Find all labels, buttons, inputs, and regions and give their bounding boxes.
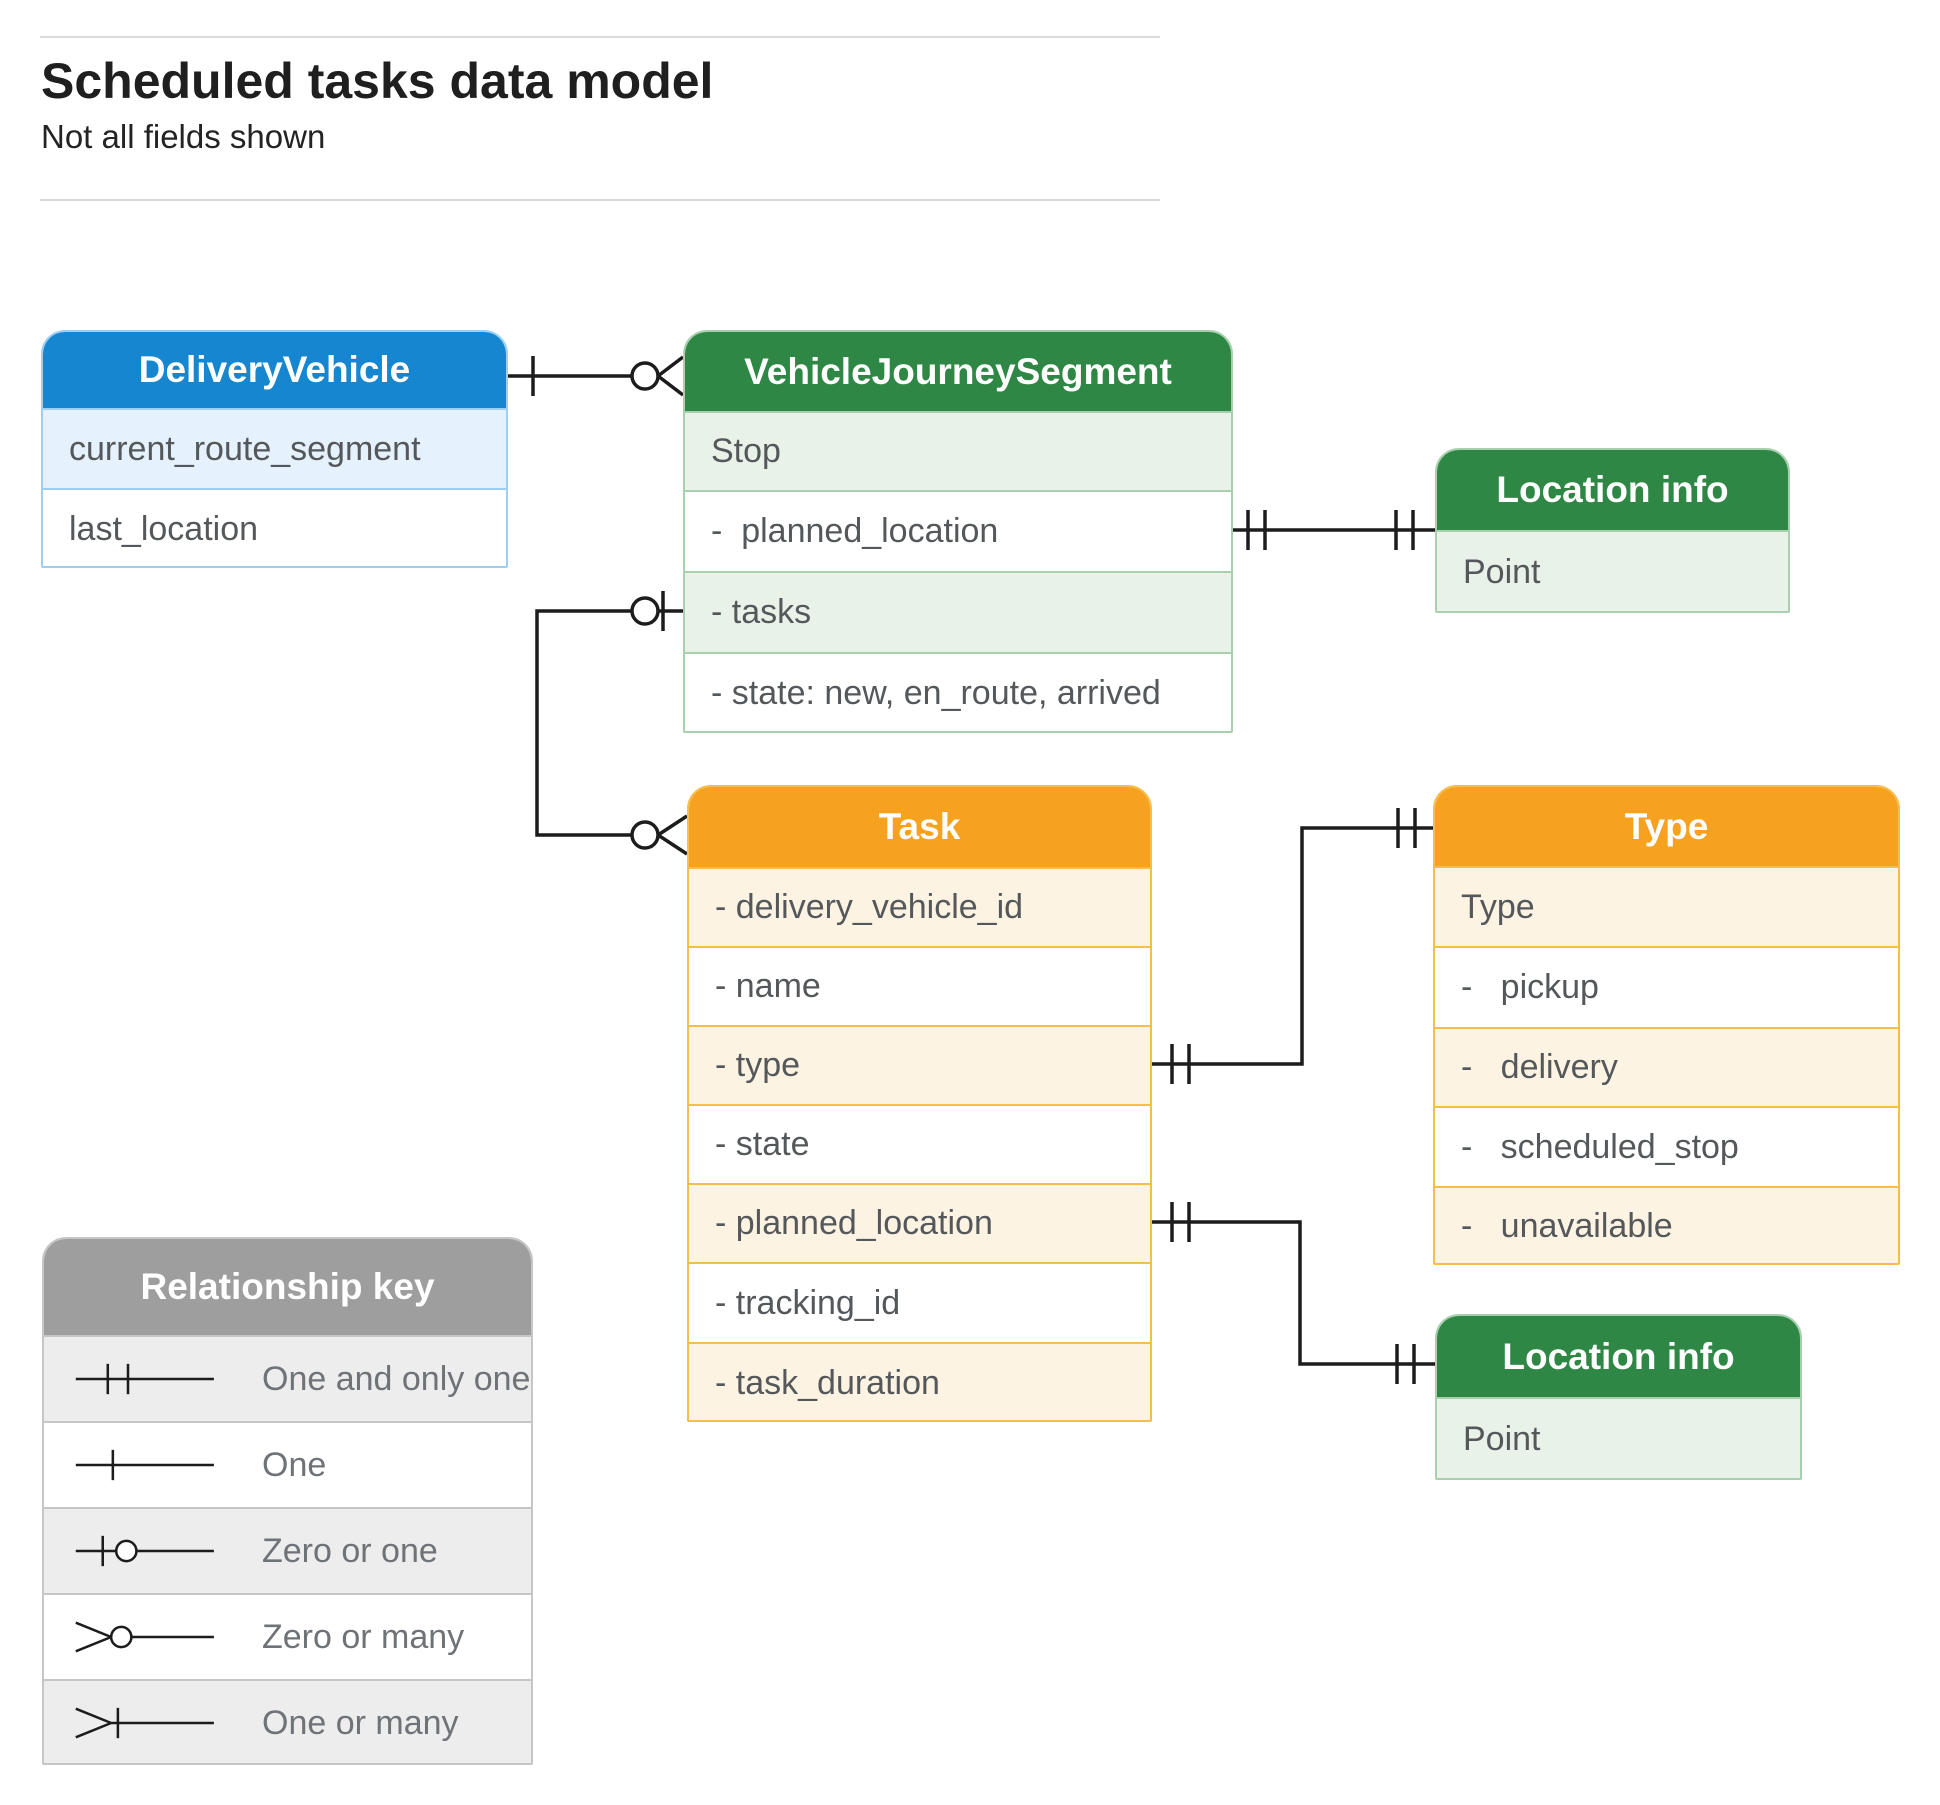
one-or-many-icon <box>75 1707 214 1739</box>
field-scheduled-stop: - scheduled_stop <box>1435 1106 1898 1186</box>
rel-deliveryvehicle-to-vehiclejourneysegment <box>508 355 685 397</box>
entity-location-info-bottom: Location info Point <box>1435 1314 1802 1480</box>
page-title: Scheduled tasks data model <box>41 53 714 109</box>
entity-type-title: Type <box>1435 787 1898 866</box>
field-type: - type <box>689 1025 1150 1104</box>
key-label: One or many <box>262 1703 459 1742</box>
top-divider <box>40 36 1160 38</box>
key-label: One <box>262 1445 327 1484</box>
key-label: Zero or many <box>262 1617 465 1656</box>
field-unavailable: - unavailable <box>1435 1186 1898 1263</box>
field-task-state: - state <box>689 1104 1150 1183</box>
key-label: Zero or one <box>262 1531 438 1570</box>
field-pickup: - pickup <box>1435 946 1898 1027</box>
entity-location-info-top-title: Location info <box>1437 450 1788 530</box>
relationship-key: Relationship key One and only one One Ze <box>42 1237 533 1765</box>
field-planned-location: - planned_location <box>685 490 1231 571</box>
page-subtitle: Not all fields shown <box>41 118 326 155</box>
entity-vehicle-journey-segment: VehicleJourneySegment Stop - planned_loc… <box>683 330 1233 733</box>
rel-task-plannedlocation-to-locationinfo <box>1152 1202 1435 1384</box>
title-divider <box>40 199 1160 201</box>
entity-task: Task - delivery_vehicle_id - name - type… <box>687 785 1152 1422</box>
entity-task-title: Task <box>689 787 1150 867</box>
field-last-location: last_location <box>43 488 506 566</box>
field-stop: Stop <box>685 411 1231 490</box>
rel-vjs-tasks-to-task <box>535 591 688 856</box>
one-and-only-one-icon <box>75 1363 214 1395</box>
field-point: Point <box>1437 530 1788 611</box>
field-state: - state: new, en_route, arrived <box>685 652 1231 731</box>
field-delivery-vehicle-id: - delivery_vehicle_id <box>689 867 1150 946</box>
entity-vehicle-journey-segment-title: VehicleJourneySegment <box>685 332 1231 411</box>
field-name: - name <box>689 946 1150 1025</box>
key-row-one-and-only-one: One and only one <box>44 1335 531 1421</box>
zero-or-many-icon <box>75 1621 214 1653</box>
entity-delivery-vehicle-title: DeliveryVehicle <box>43 332 506 408</box>
field-point-bottom: Point <box>1437 1397 1800 1478</box>
relationship-key-title: Relationship key <box>44 1239 531 1335</box>
key-row-one-or-many: One or many <box>44 1679 531 1763</box>
key-row-zero-or-many: Zero or many <box>44 1593 531 1679</box>
rel-task-type-to-type <box>1152 808 1433 1084</box>
entity-delivery-vehicle: DeliveryVehicle current_route_segment la… <box>41 330 508 568</box>
zero-or-one-icon <box>75 1535 214 1567</box>
one-icon <box>75 1449 214 1481</box>
field-task-duration: - task_duration <box>689 1342 1150 1420</box>
field-current-route-segment: current_route_segment <box>43 408 506 488</box>
field-type-name: Type <box>1435 866 1898 946</box>
entity-location-info-top: Location info Point <box>1435 448 1790 613</box>
field-tracking-id: - tracking_id <box>689 1262 1150 1342</box>
rel-vjs-plannedlocation-to-locationinfo <box>1233 510 1435 550</box>
entity-location-info-bottom-title: Location info <box>1437 1316 1800 1397</box>
entity-type: Type Type - pickup - delivery - schedule… <box>1433 785 1900 1265</box>
field-tasks: - tasks <box>685 571 1231 652</box>
field-delivery: - delivery <box>1435 1027 1898 1106</box>
key-row-one: One <box>44 1421 531 1507</box>
key-label: One and only one <box>262 1359 531 1398</box>
field-task-planned-location: - planned_location <box>689 1183 1150 1262</box>
key-row-zero-or-one: Zero or one <box>44 1507 531 1593</box>
